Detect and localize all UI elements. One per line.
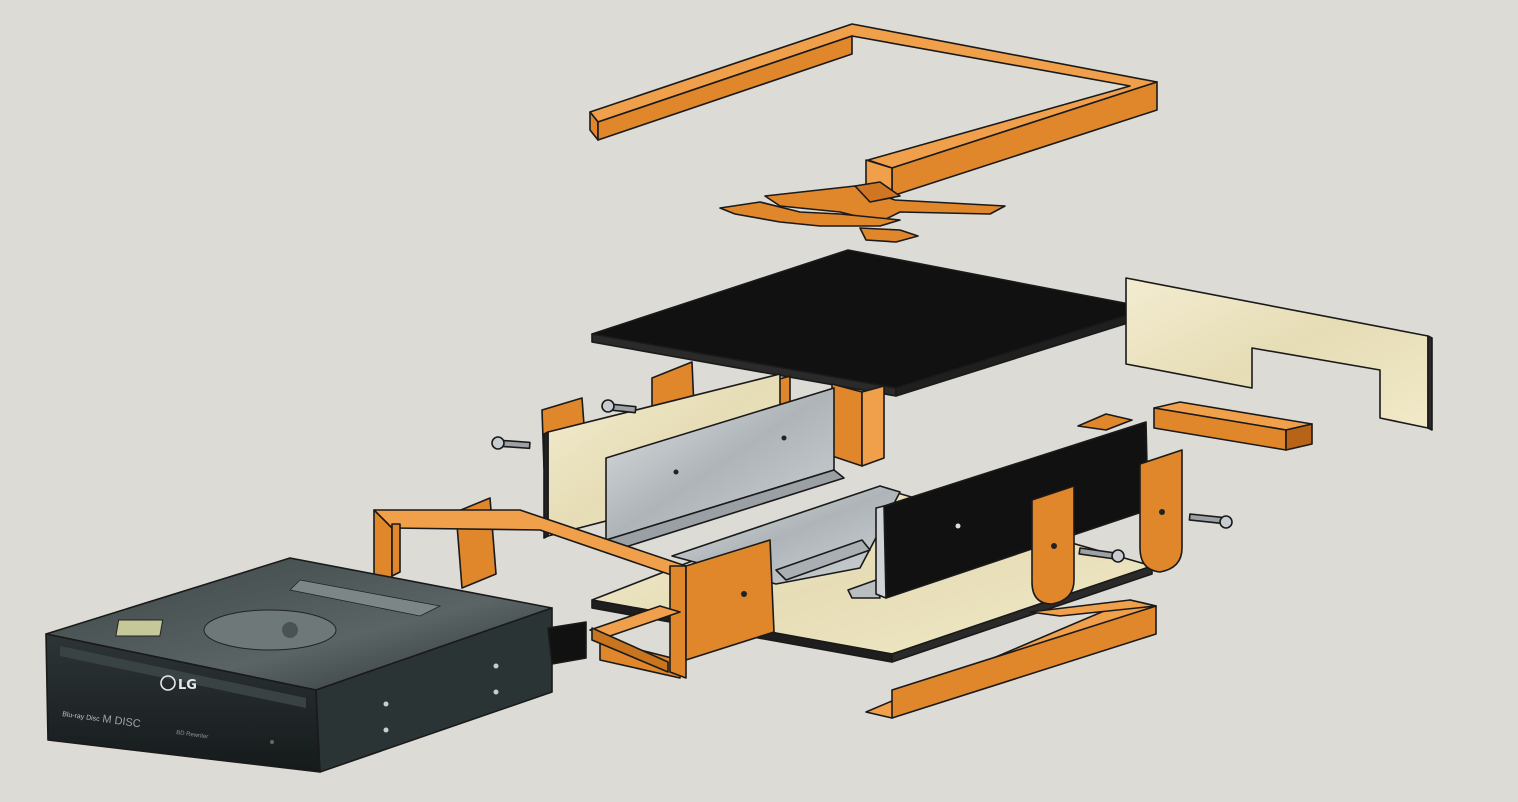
drive-media-logo: M DISC — [102, 713, 142, 730]
screw-hole — [955, 523, 961, 529]
drive-model-text: BD Rewriter — [176, 730, 209, 740]
lg-logo-icon — [160, 675, 176, 691]
bottom-front-rail — [865, 599, 1157, 719]
right-side-assembly — [875, 413, 1233, 605]
screw-hole — [673, 469, 679, 475]
orange-spacer-bar — [1153, 401, 1313, 451]
side-panel-wood-right — [1125, 277, 1433, 431]
drive-brand: LG — [178, 678, 197, 693]
decorative-cutout-pieces — [719, 181, 1006, 243]
top-frame-part — [589, 23, 1158, 197]
screw-icon — [601, 399, 637, 414]
screw-icon — [1078, 547, 1125, 563]
left-side-assembly — [491, 361, 885, 551]
front-bezel-frame — [373, 497, 775, 679]
screw-icon — [491, 436, 531, 450]
screw-icon — [1188, 513, 1233, 529]
optical-drive: LG Blu-ray Disc M DISC BD Rewriter — [45, 557, 587, 773]
screw-hole — [781, 435, 787, 441]
